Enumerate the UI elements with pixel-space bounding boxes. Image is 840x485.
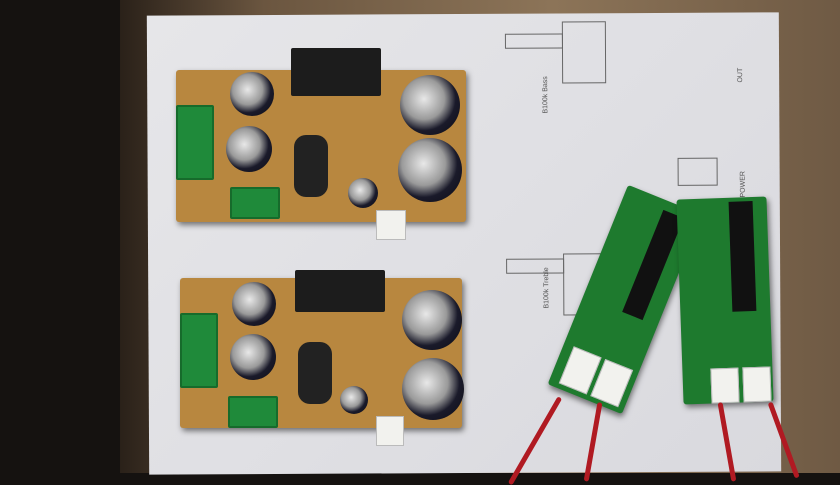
power-label: POWER [739,171,747,198]
amplifier-board-top [176,48,466,240]
screw-terminal [230,187,280,219]
capacitor [402,358,464,420]
tone-control-board-right [676,196,774,405]
capacitor [230,334,276,380]
potentiometer-shaft-drawing [504,33,563,49]
potentiometer-shaft-drawing [506,258,565,274]
connector [710,367,740,404]
capacitor [402,290,462,350]
screw-terminal [176,105,214,180]
power-connector-drawing [677,157,718,186]
capacitor [400,75,460,135]
amplifier-ic-heatsink [295,270,385,312]
capacitor [226,126,272,172]
capacitor [340,386,368,414]
out-label: OUT [737,67,745,83]
connector [376,416,404,446]
screw-terminal [180,313,218,388]
pot-label-treble: B100k Treble [543,267,551,309]
amplifier-ic-heatsink [291,48,381,96]
connector [376,210,406,240]
capacitor [232,282,276,326]
amplifier-board-bottom [180,270,464,446]
capacitor [230,72,274,116]
capacitor [398,138,462,202]
screw-terminal [228,396,278,428]
slider-potentiometer [728,200,757,312]
potentiometer-drawing-bass [561,21,607,84]
inductor [294,135,328,197]
capacitor [348,178,378,208]
connector [742,366,772,403]
inductor [298,342,332,404]
pot-label-bass: B100k Bass [542,76,550,114]
